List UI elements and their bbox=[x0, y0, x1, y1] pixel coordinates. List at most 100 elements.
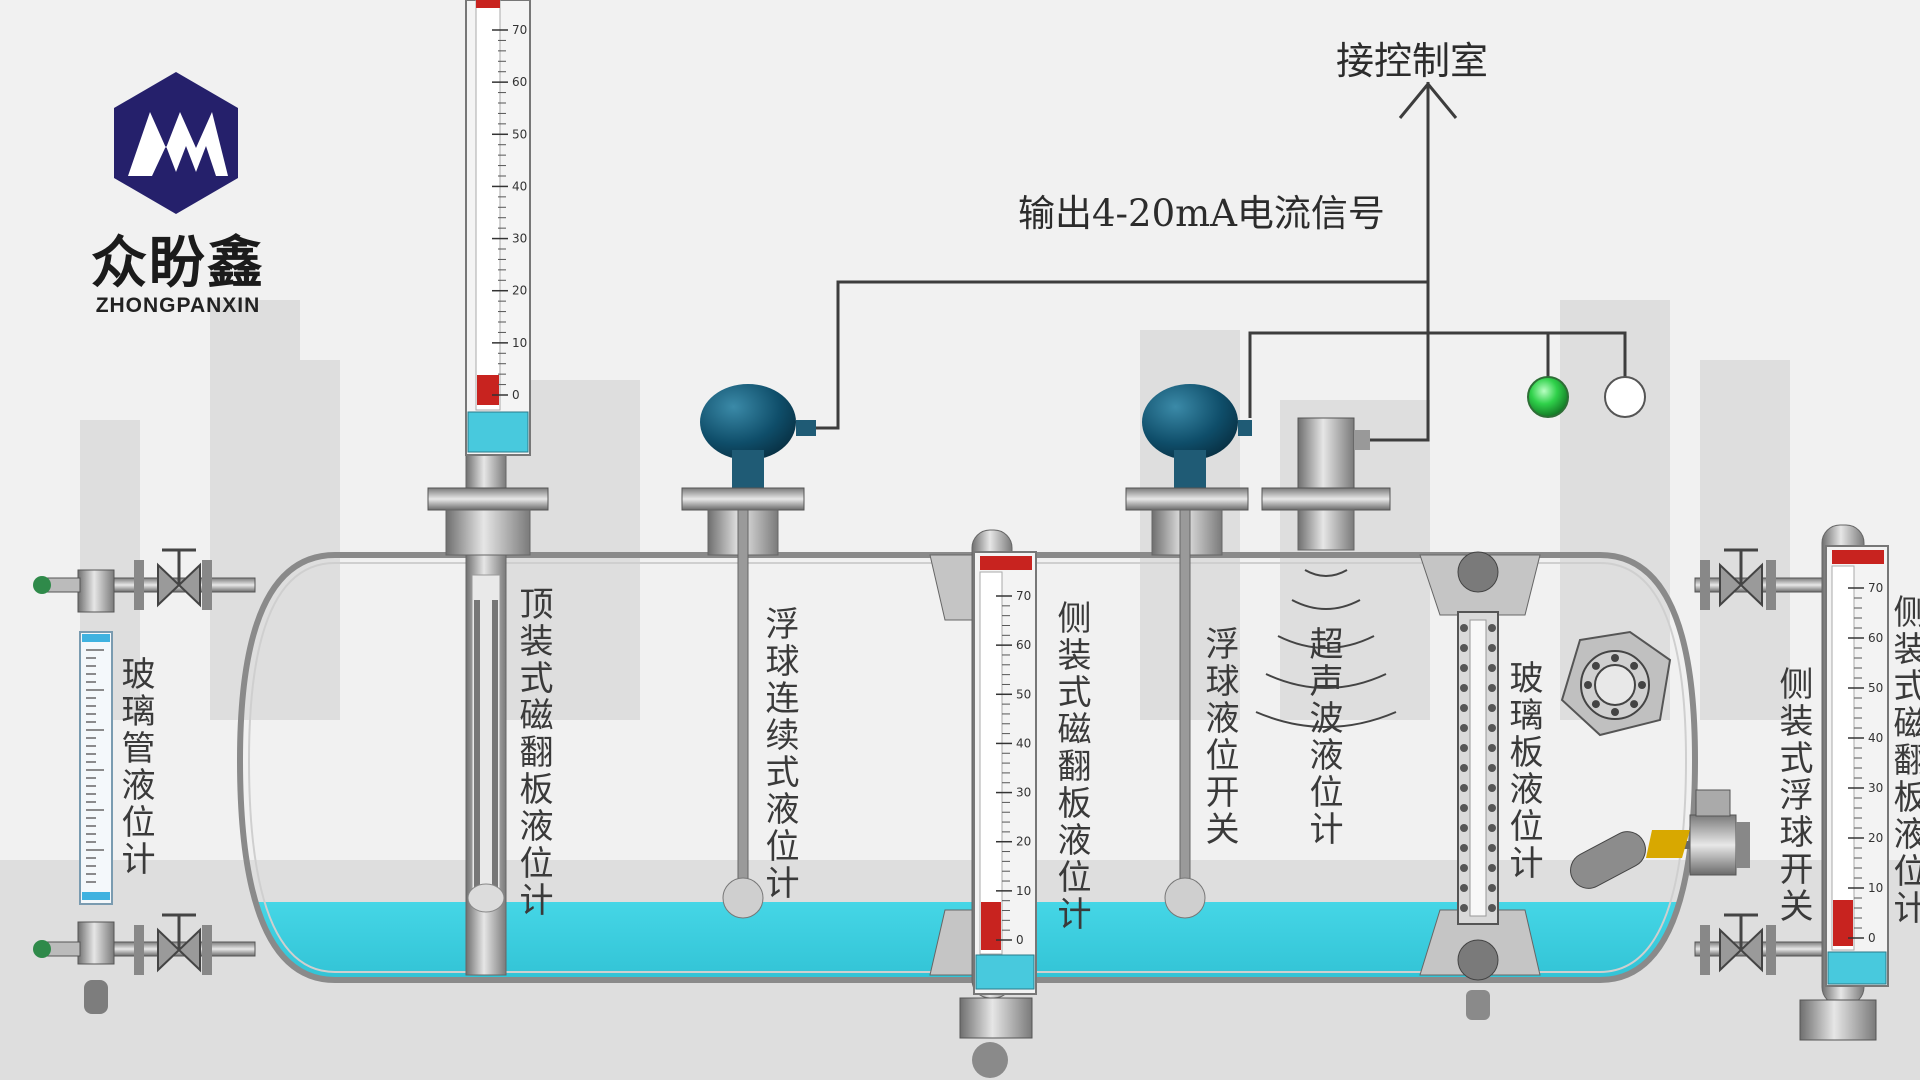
gauge-tick-label: 0 bbox=[1868, 931, 1876, 945]
gauge-tick-label: 60 bbox=[1016, 638, 1031, 652]
glass-plate-level-gauge bbox=[1419, 551, 1541, 1020]
bolt-icon bbox=[1488, 624, 1496, 632]
bolt-icon bbox=[1488, 684, 1496, 692]
bolt-icon bbox=[1488, 764, 1496, 772]
gauge-tick-label: 40 bbox=[1016, 736, 1031, 750]
bolt-icon bbox=[1460, 844, 1468, 852]
bolt-icon bbox=[1488, 664, 1496, 672]
bolt-icon bbox=[1460, 624, 1468, 632]
brand-name-cn: 众盼鑫 bbox=[91, 231, 265, 296]
bolt-icon bbox=[1460, 804, 1468, 812]
bolt-icon bbox=[1591, 661, 1600, 670]
gauge-tick-label: 70 bbox=[1016, 589, 1031, 603]
bolt-icon bbox=[1488, 784, 1496, 792]
float-level-switch bbox=[1125, 384, 1252, 919]
bolt-icon bbox=[1591, 700, 1600, 709]
bolt-icon bbox=[1460, 904, 1468, 912]
bolt-icon bbox=[1630, 700, 1639, 709]
transmitter-head-icon bbox=[1142, 384, 1252, 488]
bolt-icon bbox=[1460, 864, 1468, 872]
bolt-icon bbox=[1488, 704, 1496, 712]
label-glass-plate: 玻璃板液位计 bbox=[1503, 660, 1543, 882]
side-float-switch bbox=[1570, 789, 1750, 889]
bolt-icon bbox=[1460, 764, 1468, 772]
gauge-tick-label: 0 bbox=[512, 388, 520, 402]
valve-icon bbox=[134, 913, 212, 975]
gauge-tick-label: 50 bbox=[1016, 687, 1031, 701]
white-indicator-lamp bbox=[1604, 376, 1646, 418]
ultrasonic-level-meter bbox=[1255, 417, 1397, 728]
label-top-magnetic: 顶装式磁翻板液位计 bbox=[513, 586, 553, 919]
output-signal-label: 输出4-20mA电流信号 bbox=[1018, 192, 1385, 235]
bolt-icon bbox=[1488, 844, 1496, 852]
valve-icon bbox=[134, 548, 212, 610]
gauge-tick-label: 20 bbox=[1868, 831, 1883, 845]
green-indicator-lamp bbox=[1527, 376, 1569, 418]
bolt-icon bbox=[1460, 704, 1468, 712]
gauge-tick-label: 30 bbox=[1016, 786, 1031, 800]
bolt-icon bbox=[1630, 661, 1639, 670]
bolt-icon bbox=[1584, 681, 1592, 689]
gauge-tick-label: 40 bbox=[1868, 731, 1883, 745]
bolt-icon bbox=[1638, 681, 1646, 689]
bolt-icon bbox=[1460, 684, 1468, 692]
gauge-tick-label: 10 bbox=[1868, 881, 1883, 895]
bolt-icon bbox=[1488, 904, 1496, 912]
label-side-float-switch: 侧装式浮球开关 bbox=[1773, 666, 1813, 925]
glass-tube-level-gauge bbox=[33, 548, 256, 1014]
bolt-icon bbox=[1488, 804, 1496, 812]
gauge-tick-label: 60 bbox=[512, 75, 527, 89]
brand-block: 众盼鑫 ZHONGPANXIN bbox=[78, 70, 278, 318]
bolt-icon bbox=[1488, 724, 1496, 732]
red-level-column bbox=[1833, 900, 1853, 946]
gauge-tick-label: 20 bbox=[1016, 835, 1031, 849]
bolt-icon bbox=[1488, 824, 1496, 832]
gauge-tick-label: 10 bbox=[512, 336, 527, 350]
bolt-icon bbox=[1460, 824, 1468, 832]
bolt-icon bbox=[1488, 744, 1496, 752]
label-side-magnetic: 侧装式磁翻板液位计 bbox=[1051, 600, 1091, 933]
red-level-column bbox=[477, 375, 499, 405]
top-mounted-magnetic-gauge: 70 60 50 40 30 20 10 0 bbox=[427, 0, 549, 976]
gauge-tick-label: 20 bbox=[512, 284, 527, 298]
gauge-tick-label: 40 bbox=[512, 179, 527, 193]
bolt-icon bbox=[1460, 784, 1468, 792]
bolt-icon bbox=[1488, 864, 1496, 872]
valve-icon bbox=[1700, 548, 1776, 610]
red-level-column bbox=[981, 902, 1001, 950]
sound-wave-icon bbox=[1255, 569, 1397, 728]
gauge-tick-label: 60 bbox=[1868, 631, 1883, 645]
label-float-continuous: 浮球连续式液位计 bbox=[759, 606, 799, 902]
gauge-tick-label: 10 bbox=[1016, 884, 1031, 898]
bolt-icon bbox=[1460, 744, 1468, 752]
gauge-tick-label: 70 bbox=[512, 23, 527, 37]
gauge-tick-label: 50 bbox=[512, 127, 527, 141]
bolt-icon bbox=[1611, 654, 1619, 662]
gauge-tick-label: 30 bbox=[1868, 781, 1883, 795]
control-room-label: 接控制室 bbox=[1336, 39, 1489, 83]
brand-name-en: ZHONGPANXIN bbox=[95, 294, 261, 317]
brand-logo-icon bbox=[114, 72, 238, 214]
right-side-magnetic-gauge: 70 60 50 40 30 20 10 0 bbox=[1694, 524, 1889, 1041]
bolt-icon bbox=[1488, 884, 1496, 892]
label-ultrasonic: 超声波液位计 bbox=[1303, 626, 1343, 848]
label-float-switch: 浮球液位开关 bbox=[1199, 626, 1239, 848]
label-side-magnetic-right: 侧装式磁翻板液位计 bbox=[1887, 594, 1920, 927]
bolt-icon bbox=[1460, 664, 1468, 672]
bolt-icon bbox=[1611, 708, 1619, 716]
gauge-tick-label: 70 bbox=[1868, 581, 1883, 595]
gauge-tick-label: 30 bbox=[512, 232, 527, 246]
bolt-icon bbox=[1460, 644, 1468, 652]
label-glass-tube: 玻璃管液位计 bbox=[115, 656, 155, 878]
valve-icon bbox=[1700, 913, 1776, 975]
transmitter-head-icon bbox=[700, 384, 816, 488]
bolt-icon bbox=[1460, 884, 1468, 892]
manhole-flange bbox=[1560, 630, 1672, 737]
bolt-icon bbox=[1460, 724, 1468, 732]
bolt-icon bbox=[1488, 644, 1496, 652]
tank-shell bbox=[236, 552, 1699, 983]
gauge-tick-label: 50 bbox=[1868, 681, 1883, 695]
float-continuous-level-meter bbox=[681, 384, 816, 919]
